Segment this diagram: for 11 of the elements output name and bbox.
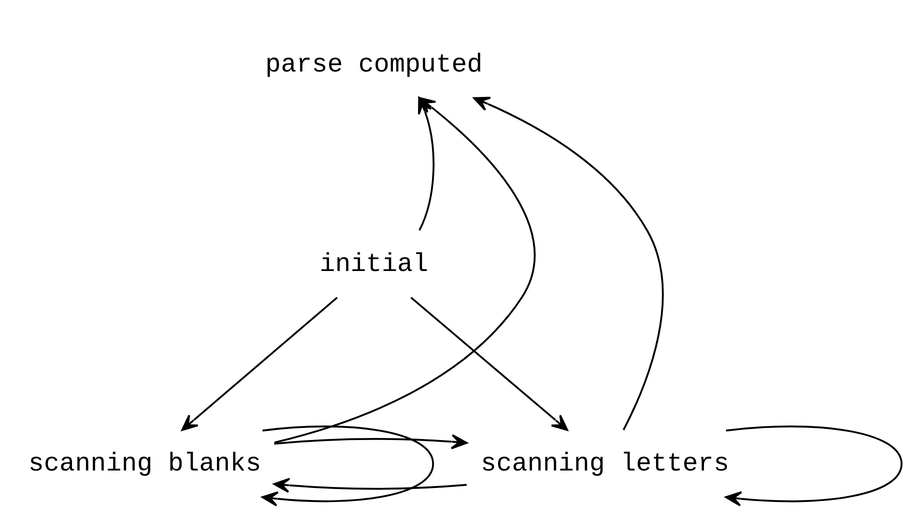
arrow [410, 296, 568, 430]
node-text: scanning blanks [28, 448, 262, 478]
node-text: scanning letters [480, 448, 730, 478]
arrow [262, 425, 434, 506]
arrow [181, 296, 338, 430]
node-text: initial [320, 248, 428, 279]
arrow [273, 477, 467, 492]
node-text: parse computed [265, 48, 483, 79]
arrow [725, 425, 902, 506]
arrow [274, 434, 468, 449]
arrow [473, 96, 664, 430]
